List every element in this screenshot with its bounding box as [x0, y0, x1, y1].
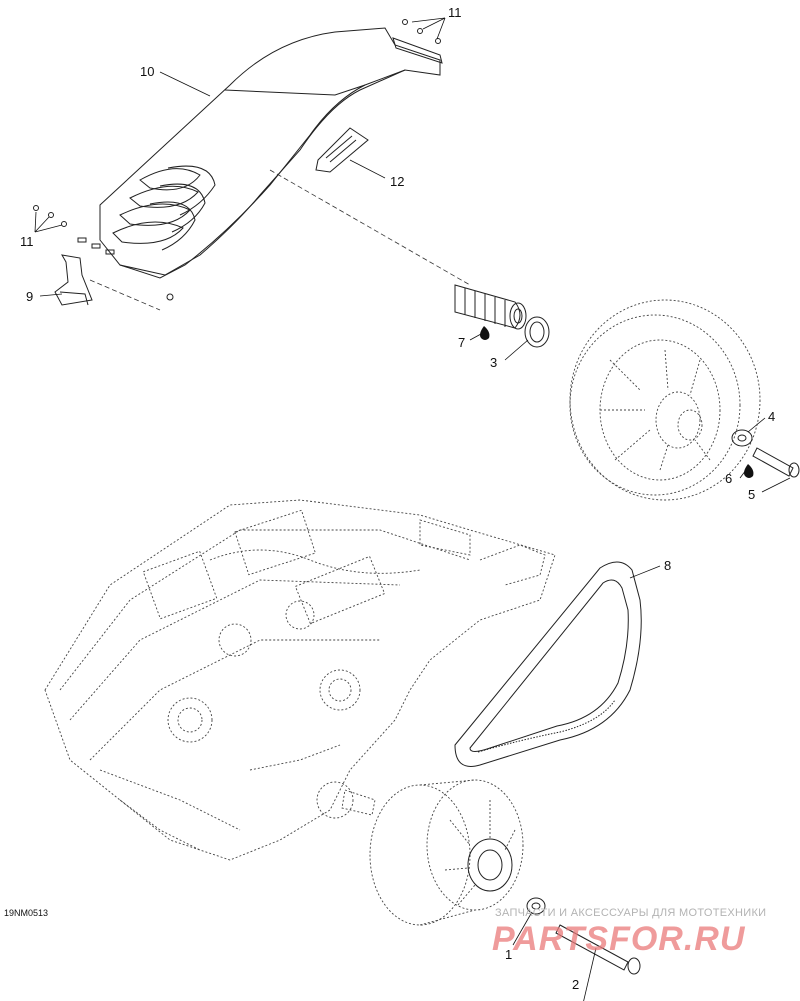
- callout-6: 6: [725, 471, 732, 486]
- watermark: ЗАПЧАСТИ И АКСЕССУАРЫ ДЛЯ МОТОТЕХНИКИ PA…: [492, 907, 766, 958]
- bracket-part: [54, 254, 93, 306]
- washer-part-4: [731, 429, 753, 447]
- bolt-part-5: [752, 447, 800, 478]
- callout-7: 7: [458, 335, 465, 350]
- label-decal-part: [315, 127, 369, 173]
- axis-line-left: [89, 279, 161, 311]
- callout-2: 2: [572, 977, 579, 992]
- axis-line-upper: [269, 169, 471, 286]
- drive-belt-part: [454, 561, 642, 767]
- shaft-part: [454, 284, 527, 330]
- watermark-logo: PARTSFOR.RU: [492, 920, 746, 958]
- lubricant-drop-icon: [480, 326, 490, 340]
- bolt-part-2: [555, 924, 641, 975]
- lubricant-drop-icon-2: [744, 464, 754, 478]
- driven-pulley-part: [569, 299, 761, 501]
- washer-part-1: [526, 897, 546, 915]
- callout-11-left: 11: [20, 234, 34, 249]
- callout-5: 5: [748, 487, 755, 502]
- washer-part-3: [524, 316, 550, 348]
- engine-assembly: [44, 499, 556, 861]
- callout-1: 1: [505, 947, 512, 962]
- watermark-caption: ЗАПЧАСТИ И АКСЕССУАРЫ ДЛЯ МОТОТЕХНИКИ: [495, 907, 766, 919]
- callout-9: 9: [26, 289, 33, 304]
- belt-guard-part: [77, 27, 443, 279]
- callout-4: 4: [768, 409, 775, 424]
- callout-8: 8: [664, 558, 671, 573]
- diagram-code: 19NM0513: [4, 908, 48, 918]
- callout-12: 12: [390, 174, 404, 189]
- leader-lines: [34, 17, 791, 1001]
- screw-parts: [33, 19, 441, 301]
- callout-10: 10: [140, 64, 154, 79]
- drive-pulley-part: [369, 779, 524, 926]
- callout-3: 3: [490, 355, 497, 370]
- callout-11-top: 11: [448, 5, 462, 20]
